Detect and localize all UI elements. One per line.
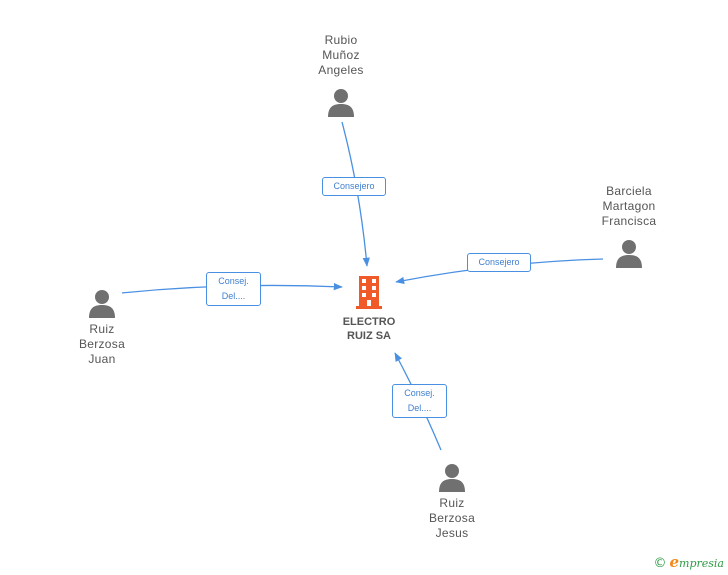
person-name: Ruiz Berzosa Jesus: [387, 496, 517, 541]
role-badge-rubio[interactable]: Consejero: [322, 177, 386, 196]
role-label-line: Consej.: [218, 276, 249, 286]
person-name-line: Ruiz: [89, 322, 115, 336]
brand-name: mpresia: [679, 557, 724, 570]
person-icon: [328, 89, 354, 117]
person-name-line: Juan: [88, 352, 116, 366]
person-name-line: Berzosa: [428, 511, 476, 525]
role-badge-ruiz-juan[interactable]: Consej. Del....: [206, 272, 261, 306]
person-name-line: Muñoz: [322, 48, 360, 62]
company-name: ELECTRO RUIZ SA: [319, 315, 419, 343]
person-icon: [89, 290, 115, 318]
role-badge-ruiz-jesus[interactable]: Consej. Del....: [392, 384, 447, 418]
person-name-line: Ruiz: [439, 496, 465, 510]
role-label-line: Del....: [221, 291, 246, 301]
person-name-line: Angeles: [318, 63, 364, 77]
person-ruiz-jesus[interactable]: Ruiz Berzosa Jesus: [387, 463, 517, 541]
role-label-line: Del....: [407, 403, 432, 413]
person-name-line: Francisca: [601, 214, 657, 228]
person-name: Barciela Martagon Francisca: [564, 184, 694, 229]
person-icon: [616, 240, 642, 268]
company-name-line1: ELECTRO: [342, 316, 396, 328]
person-barciela[interactable]: Barciela Martagon Francisca: [564, 184, 694, 269]
building-icon: [356, 276, 382, 309]
person-name: Rubio Muñoz Angeles: [276, 33, 406, 78]
person-icon: [439, 464, 465, 492]
person-name-line: Berzosa: [78, 337, 126, 351]
role-badge-barciela[interactable]: Consejero: [467, 253, 531, 272]
company-name-line2: RUIZ SA: [347, 330, 391, 342]
company-node[interactable]: ELECTRO RUIZ SA: [319, 274, 419, 343]
role-label: Consejero: [478, 257, 520, 267]
person-name-line: Jesus: [435, 526, 469, 540]
brand-logo: ©empresia: [653, 553, 724, 571]
person-name-line: Rubio: [324, 33, 358, 47]
person-rubio[interactable]: Rubio Muñoz Angeles: [276, 33, 406, 118]
role-label-line: Consej.: [404, 388, 435, 398]
role-label: Consejero: [333, 181, 375, 191]
person-name-line: Barciela: [606, 184, 652, 198]
copyright-symbol: ©: [653, 556, 667, 571]
person-ruiz-juan[interactable]: Ruiz Berzosa Juan: [37, 289, 167, 367]
brand-initial: e: [669, 553, 680, 571]
person-name: Ruiz Berzosa Juan: [37, 322, 167, 367]
person-name-line: Martagon: [602, 199, 656, 213]
